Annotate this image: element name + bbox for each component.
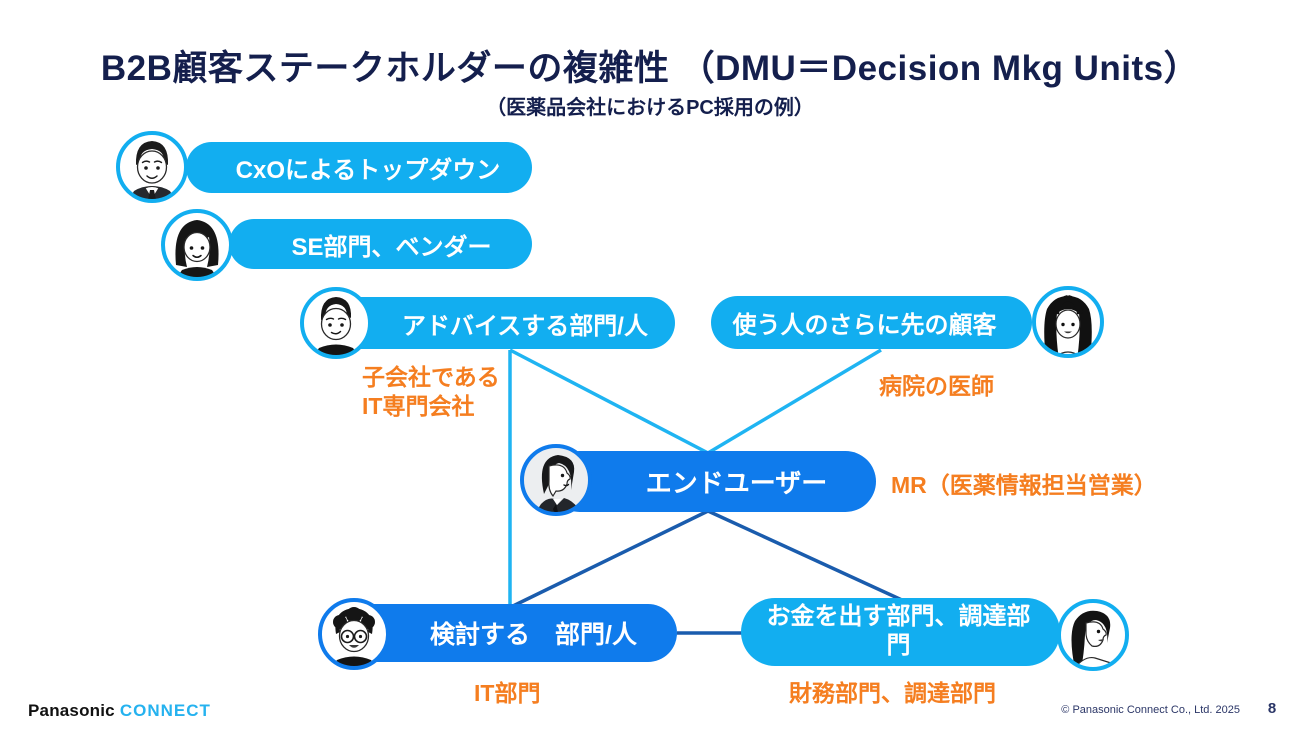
node-label-cxo: CxOによるトップダウン (235, 157, 501, 184)
connector-advise-enduser (509, 348, 709, 455)
page-title: B2B顧客ステークホルダーの複雑性 （DMU＝Decision Mkg Unit… (100, 49, 1200, 88)
node-label-enduser: エンドユーザー (645, 468, 828, 498)
woman-profile-avatar-icon (1055, 597, 1131, 673)
beyond-note: 病院の医師 (879, 373, 994, 399)
man-glasses-avatar-icon (316, 596, 392, 672)
node-pill-advise: アドバイスする部門/人 (331, 297, 675, 349)
page-subtitle: （医薬品会社におけるPC採用の例） (486, 97, 814, 119)
panasonic-logo-text: Panasonic (28, 701, 115, 720)
advise-note-line2: IT専門会社 (362, 393, 475, 420)
node-pill-consider: 検討する 部門/人 (336, 604, 677, 662)
copyright-text: © Panasonic Connect Co., Ltd. 2025 (1061, 704, 1240, 716)
advise-note-line1: 子会社である (362, 364, 500, 390)
connector-enduser-budget (707, 509, 905, 603)
connector-beyond-enduser (707, 348, 882, 455)
node-pill-budget: お金を出す部門、調達部門 (741, 598, 1060, 666)
connect-logo-text: CONNECT (119, 701, 211, 720)
consider-note: IT部門 (474, 680, 541, 706)
connector-enduser-consider (512, 509, 709, 608)
page-number: 8 (1267, 700, 1277, 717)
node-pill-cxo: CxOによるトップダウン (186, 142, 532, 193)
businessman-profile-avatar-icon (518, 442, 594, 518)
enduser-note: MR（医薬情報担当営業） (891, 472, 1157, 498)
budget-note: 財務部門、調達部門 (789, 680, 996, 706)
node-label-se: SE部門、ベンダー (291, 233, 492, 261)
node-label-consider: 検討する 部門/人 (430, 621, 637, 649)
node-label-beyond: 使う人のさらに先の顧客 (732, 312, 997, 339)
man-tshirt-avatar-icon (298, 285, 374, 361)
node-label-budget: お金を出す部門、調達部門 (766, 603, 1031, 659)
businessman-front-avatar-icon (114, 129, 190, 205)
advise-note: 子会社である IT専門会社 (362, 363, 500, 422)
woman-long-hair-avatar-icon (1030, 284, 1106, 360)
woman-bob-avatar-icon (159, 207, 235, 283)
node-pill-enduser: エンドユーザー (549, 451, 876, 512)
node-pill-se: SE部門、ベンダー (229, 219, 532, 269)
node-pill-beyond: 使う人のさらに先の顧客 (711, 296, 1032, 349)
node-label-advise: アドバイスする部門/人 (402, 312, 648, 340)
